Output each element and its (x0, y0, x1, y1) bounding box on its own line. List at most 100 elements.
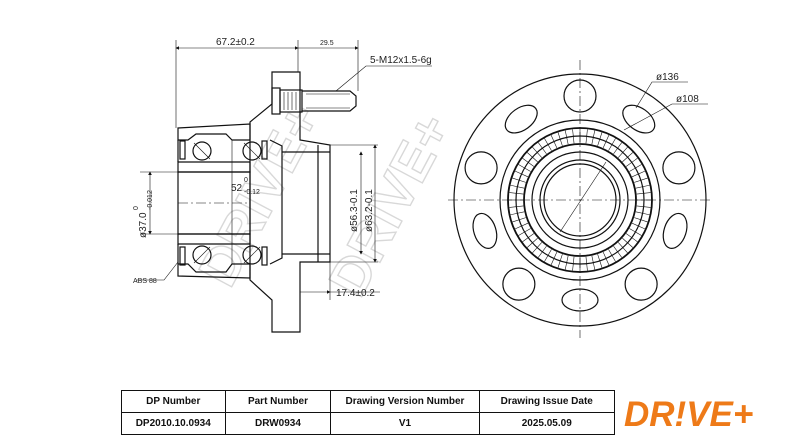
bolt-hole (563, 79, 597, 113)
center-bore-circle (539, 159, 621, 241)
tone-tooth (532, 242, 543, 253)
tone-tooth (572, 129, 575, 144)
tone-tooth (527, 237, 538, 248)
header-part-number: Part Number (224, 390, 332, 413)
abs-label: ABS 88 (133, 278, 157, 285)
tone-tooth (635, 211, 650, 216)
tone-tooth (617, 147, 628, 158)
tone-tooth (602, 135, 610, 149)
dim-bore: ø37.0 (138, 212, 149, 238)
tone-tooth (636, 192, 651, 195)
tone-tooth (613, 142, 622, 155)
tone-tooth (518, 228, 531, 236)
tone-tooth (522, 158, 535, 167)
tone-tooth (510, 184, 525, 189)
tone-tooth (622, 237, 633, 248)
ball-lower-right (242, 245, 262, 265)
tone-tooth (585, 129, 588, 144)
relief-pocket (504, 104, 538, 134)
tone-tooth (538, 245, 547, 258)
tone-tooth (631, 170, 645, 178)
dim-bore-tol-lower: -0.012 (147, 190, 154, 210)
dim-pilot-small: ø56.3-0.1 (349, 189, 360, 232)
value-issue-date: 2025.05.09 (478, 412, 615, 435)
tone-tooth (527, 152, 538, 163)
tone-tooth (532, 147, 543, 158)
dim-stud-thread: 5-M12x1.5-6g (370, 55, 432, 66)
dimension-lines (136, 40, 432, 300)
svg-text:DRIVE+: DRIVE+ (318, 104, 463, 306)
technical-drawing: DRIVE+ DRIVE+ (133, 37, 712, 338)
tone-tooth (636, 205, 651, 208)
tone-tooth (591, 255, 596, 270)
tone-tooth (622, 152, 633, 163)
tone-tooth (625, 158, 638, 167)
relief-pocket (472, 212, 498, 249)
tone-tooth (510, 211, 525, 216)
tone-tooth (509, 192, 524, 195)
tone-tooth (634, 177, 648, 183)
tone-tooth (602, 251, 610, 265)
dim-stud-length: 29.5 (320, 40, 334, 47)
ball-upper-left (192, 141, 212, 161)
tone-tooth (564, 255, 569, 270)
tone-tooth (591, 130, 596, 145)
watermark-left: DRIVE+ (187, 93, 334, 296)
tone-tooth (550, 251, 558, 265)
relief-pockets (472, 104, 688, 312)
tone-tooth (564, 130, 569, 145)
tone-tooth (550, 135, 558, 149)
tone-tooth (585, 256, 588, 271)
value-dp-number: DP2010.10.0934 (121, 412, 226, 435)
tone-tooth (518, 164, 531, 172)
brand-logo: DR!VE+ (624, 395, 753, 434)
title-block-header-row: DP Number Part Number Drawing Version Nu… (121, 390, 615, 413)
dim-bearing-tol-upper: 0 (244, 177, 248, 184)
tone-tooth (608, 249, 616, 262)
tone-tooth (515, 222, 529, 230)
dim-bolt-circle: ø136 (656, 72, 679, 83)
hub-body-upper (177, 123, 251, 141)
tone-tooth (635, 184, 650, 189)
tone-ring-outer (507, 127, 653, 273)
tone-tooth (544, 249, 552, 262)
tone-tooth (629, 228, 642, 236)
tone-tooth (557, 254, 563, 268)
dim-flange-offset: 17.4±0.2 (336, 288, 375, 299)
tone-tooth (572, 256, 575, 271)
hub-flange (249, 71, 331, 333)
value-drawing-version: V1 (330, 412, 480, 435)
tone-tooth (515, 170, 529, 178)
watermark-center: DRIVE+ (317, 103, 464, 306)
bolt-holes (464, 79, 696, 301)
section-view (177, 71, 357, 333)
header-drawing-version: Drawing Version Number (330, 390, 480, 413)
tone-ring-teeth (509, 129, 651, 271)
bolt-hole (464, 151, 498, 185)
relief-pocket (662, 212, 688, 249)
svg-text:DRIVE+: DRIVE+ (188, 94, 333, 296)
tone-tooth (522, 233, 535, 242)
tone-tooth (629, 164, 642, 172)
tone-tooth (597, 254, 603, 268)
header-dp-number: DP Number (121, 390, 226, 413)
tone-tooth (557, 132, 563, 146)
front-view: ø136 ø108 (448, 60, 712, 338)
wheel-stud (271, 87, 357, 115)
tone-tooth (512, 217, 526, 223)
dim-inner-circle: ø108 (676, 94, 699, 105)
tone-tooth (617, 242, 628, 253)
dim-bearing-tol-lower: -0.12 (244, 189, 260, 196)
relief-pocket (561, 288, 599, 312)
dim-bore-tol-upper: 0 (133, 206, 140, 210)
tone-tooth (634, 217, 648, 223)
relief-pocket (622, 104, 656, 134)
ball-upper-right (242, 141, 262, 161)
dimension-labels: 67.2±0.2 29.5 5-M12x1.5-6g ø37.0 0 -0.01… (133, 37, 432, 299)
tone-tooth (608, 138, 616, 151)
dim-pilot-large: ø63.2-0.1 (364, 189, 375, 232)
tone-tooth (631, 222, 645, 230)
tone-tooth (625, 233, 638, 242)
tone-tooth (512, 177, 526, 183)
tone-tooth (509, 205, 524, 208)
